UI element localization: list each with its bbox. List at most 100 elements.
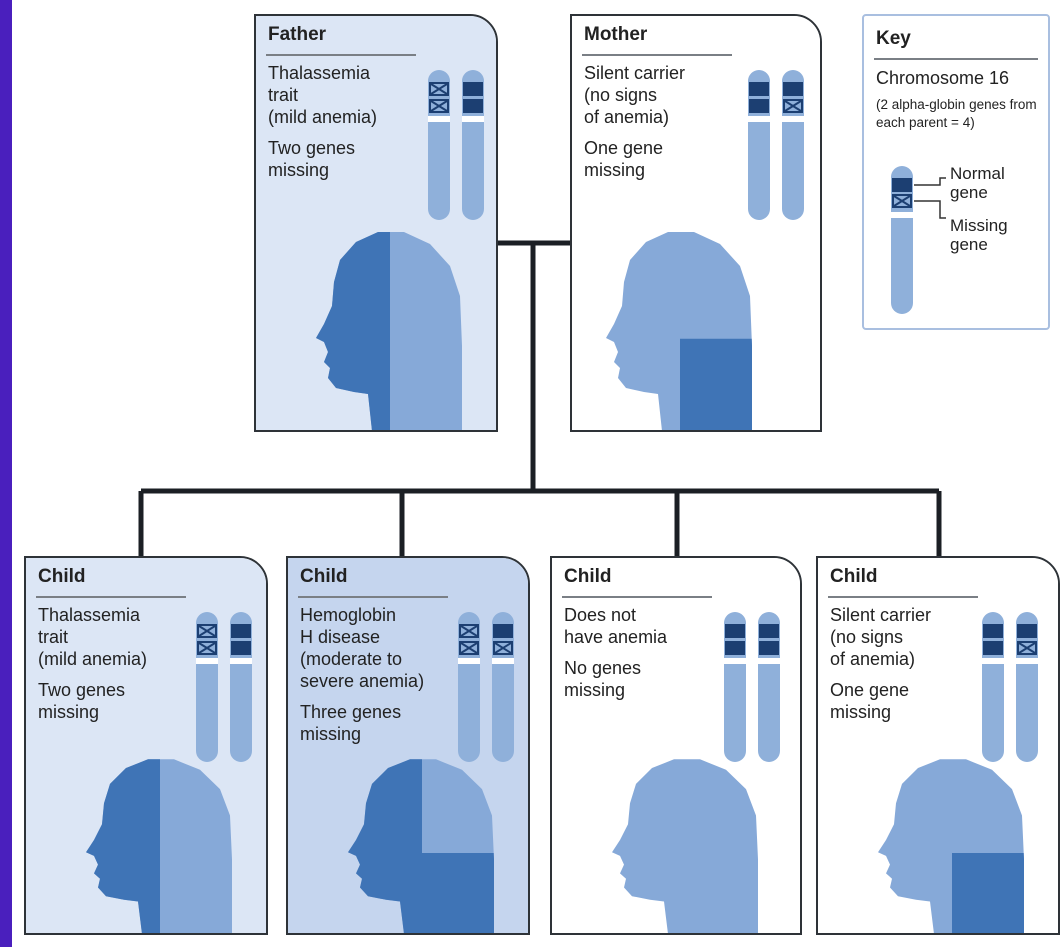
father-chromosome-pair [428,70,484,220]
key-missing-label: Missing gene [950,216,1008,254]
father-panel: Father Thalassemia trait (mild anemia) T… [254,14,498,432]
missing-gene [493,641,513,655]
father-title-rule [266,54,416,56]
chromosome [196,612,218,762]
mother-title: Mother [584,24,648,45]
child-genes-text: No genes missing [564,658,642,700]
child-description: Silent carrier (no signs of anemia) One … [830,604,931,732]
key-title: Key [876,28,911,49]
key-missing-gene [892,194,912,208]
normal-gene [231,641,251,655]
key-chromosome-note: (2 alpha-globin genes from each parent =… [876,97,1037,130]
key-chromosome-label: Chromosome 16 [876,68,1010,88]
head-light-area [612,759,758,933]
child-silhouette [348,759,494,933]
missing-gene [1017,641,1037,655]
child-panel-3: Child Does not have anemia No genes miss… [550,556,802,935]
head-dark-half [316,232,390,430]
centromere [230,658,252,664]
child-genes-text: Three genes missing [300,702,402,744]
normal-gene [749,82,769,96]
mother-chromosome-pair [748,70,804,220]
normal-gene [783,82,803,96]
head-dark-quarter [680,338,752,430]
child-title-rule [36,596,186,598]
head-dark-quarter [952,853,1024,933]
mother-description: Silent carrier (no signs of anemia) One … [584,62,685,190]
child-chromosome-pair [982,612,1038,762]
key-title-rule [874,58,1038,60]
family-connectors [138,240,942,556]
key-normal-pointer [914,177,946,186]
key-chromosome-diagram [891,166,946,314]
child-condition-text: Does not have anemia [564,605,668,647]
child-title: Child [830,566,878,587]
child-panel-1: Child Thalassemia trait (mild anemia) Tw… [24,556,268,935]
normal-gene [983,624,1003,638]
centromere [458,658,480,664]
child-title-rule [828,596,978,598]
head-dark-quarter [422,853,494,933]
chromosome [1016,612,1038,762]
centromere [724,658,746,664]
head-dark-half [348,759,422,933]
child-description: Hemoglobin H disease (moderate to severe… [300,604,424,754]
normal-gene [463,99,483,113]
child-chromosome-pair [724,612,780,762]
centromere [428,116,450,122]
child-title-rule [562,596,712,598]
normal-gene [493,624,513,638]
key-panel: Key Chromosome 16 (2 alpha-globin genes … [862,14,1050,330]
father-condition-text: Thalassemia trait (mild anemia) [268,63,378,127]
normal-gene [725,624,745,638]
mother-panel: Mother Silent carrier (no signs of anemi… [570,14,822,432]
chromosome [492,612,514,762]
missing-gene [197,641,217,655]
chromosome [458,612,480,762]
child-condition-text: Thalassemia trait (mild anemia) [38,605,148,669]
key-normal-gene [892,178,912,192]
head-profile [606,232,752,430]
child-silhouette [878,759,1024,933]
missing-gene [197,624,217,638]
head-profile [612,759,758,933]
normal-gene [983,641,1003,655]
mother-condition-text: Silent carrier (no signs of anemia) [584,63,686,127]
chromosome [230,612,252,762]
chromosome [724,612,746,762]
normal-gene [749,99,769,113]
key-normal-label: Normal gene [950,164,1005,202]
centromere [782,116,804,122]
chromosome [782,70,804,220]
missing-gene [459,641,479,655]
centromere [196,658,218,664]
child-genes-text: Two genes missing [38,680,126,722]
centromere [462,116,484,122]
centromere [982,658,1004,664]
child-description: Does not have anemia No genes missing [564,604,667,710]
missing-gene [783,99,803,113]
head-profile [86,759,232,933]
normal-gene [463,82,483,96]
child-condition-text: Silent carrier (no signs of anemia) [830,605,932,669]
centromere [492,658,514,664]
key-missing-pointer [914,200,946,219]
normal-gene [759,641,779,655]
child-panel-4: Child Silent carrier (no signs of anemia… [816,556,1060,935]
father-title: Father [268,24,327,45]
mother-title-rule [582,54,732,56]
head-dark-half [86,759,160,933]
child-chromosome-pair [196,612,252,762]
child-silhouette [612,759,758,933]
child-chromosome-pair [458,612,514,762]
child-title: Child [38,566,86,587]
key-centromere [891,212,913,218]
father-genes-text: Two genes missing [268,138,356,180]
missing-gene [429,99,449,113]
normal-gene [759,624,779,638]
head-profile [316,232,462,430]
chromosome [428,70,450,220]
mother-genes-text: One gene missing [584,138,664,180]
child-condition-text: Hemoglobin H disease (moderate to severe… [300,605,425,691]
child-title: Child [300,566,348,587]
